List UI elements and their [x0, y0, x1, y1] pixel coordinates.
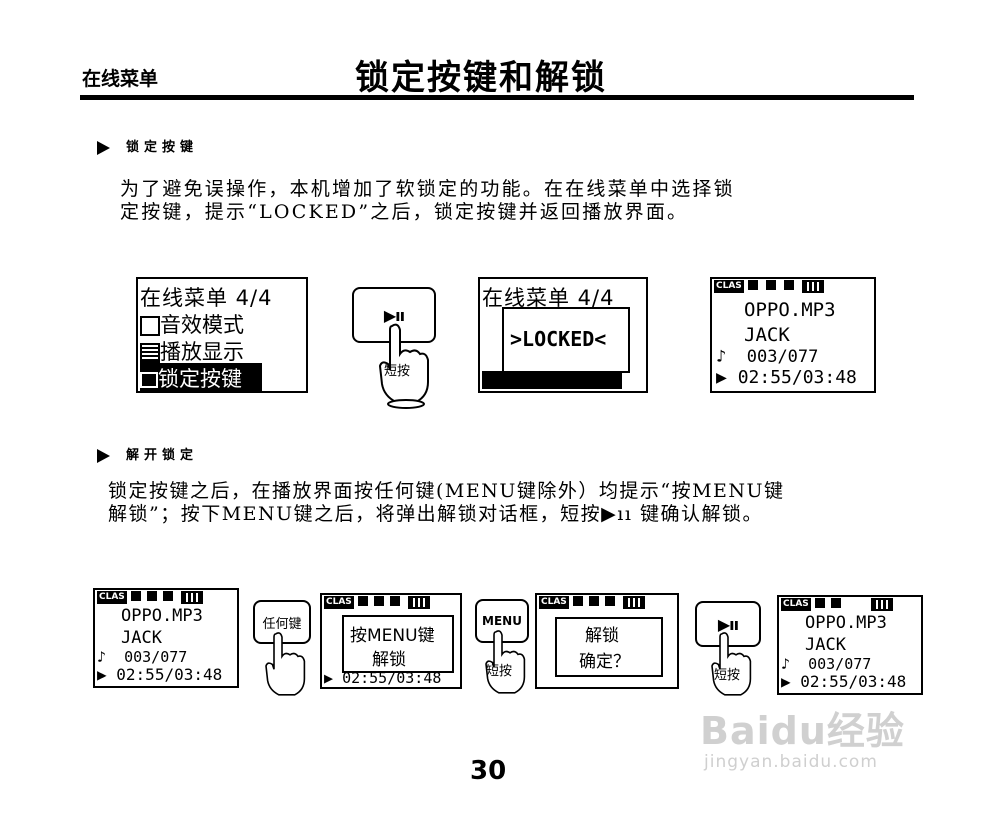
- unlock-section-heading: 解开锁定: [97, 444, 198, 463]
- display-icon: [140, 343, 160, 363]
- note-icon: ♪: [97, 648, 107, 666]
- status-bar: CLAS: [539, 596, 645, 615]
- play-state-icon: ▶: [716, 367, 727, 388]
- battery-icon: [870, 598, 893, 611]
- hand-icon: [485, 630, 526, 694]
- status-bar: CLAS: [781, 598, 893, 617]
- menu-item-lock: 锁定按键: [140, 363, 262, 391]
- lcd-confirm-screen: CLAS 解锁 确定？: [535, 593, 679, 689]
- arrow-bullet-icon: [97, 140, 110, 155]
- menu-header: 在线菜单 4/4: [482, 286, 615, 310]
- file-name: OPPO.MP3: [744, 299, 836, 321]
- file-name: OPPO.MP3: [805, 613, 887, 633]
- play-state-icon: ▶: [781, 672, 791, 691]
- lcd-player-screen: CLAS OPPO.MP3 JACK ♪ 003/077 ▶ 02:55/03:…: [710, 277, 876, 393]
- arrow-bullet-icon: [97, 448, 110, 463]
- locked-popup: >LOCKED<: [502, 307, 630, 373]
- mode-icon: [130, 591, 141, 601]
- mode-icon: [747, 280, 758, 290]
- unlock-text-line1: 锁定按键之后，在播放界面按任何键(MENU键除外）均提示“按MENU键: [108, 480, 785, 502]
- play-time: ▶ 02:55/03:48: [781, 672, 907, 691]
- artist-name: JACK: [805, 635, 846, 655]
- menu-item-sound: 音效模式: [140, 309, 244, 339]
- baidu-watermark: Baidu经验: [700, 709, 905, 753]
- play-time: ▶ 02:55/03:48: [97, 665, 223, 684]
- lcd-menu-screen: 在线菜单 4/4 音效模式 播放显示 锁定按键: [136, 277, 308, 393]
- signal-icon: [373, 596, 384, 606]
- artist-name: JACK: [121, 628, 162, 648]
- status-bar: CLAS: [324, 596, 430, 615]
- hand-icon: [378, 323, 429, 409]
- prompt-line1: 按MENU键: [350, 626, 435, 646]
- confirm-popup: 解锁 确定？: [555, 617, 663, 677]
- page-number: 30: [470, 756, 507, 786]
- lock-text-line2: 定按键，提示“LOCKED”之后，锁定按键并返回播放界面。: [120, 201, 689, 223]
- hand-icon: [265, 632, 306, 696]
- unlock-heading-text: 解开锁定: [126, 448, 199, 463]
- short-press-label: 短按: [384, 364, 411, 379]
- signal-icon: [830, 598, 841, 608]
- play-time: ▶ 02:55/03:48: [716, 367, 857, 388]
- menu-item-lock-partial: [482, 371, 622, 389]
- short-press-label: 短按: [486, 664, 513, 679]
- lock-icon: [783, 280, 794, 290]
- play-state-icon: ▶: [97, 665, 107, 684]
- header-rule: [80, 95, 914, 100]
- page-title: 锁定按键和解锁: [355, 58, 607, 98]
- menu-header: 在线菜单 4/4: [140, 286, 273, 310]
- mode-icon: [814, 598, 825, 608]
- sound-icon: [140, 316, 160, 336]
- note-icon: ♪: [716, 347, 727, 367]
- baidu-watermark-url: jingyan.baidu.com: [704, 752, 878, 772]
- play-time: ▶ 02:55/03:48: [324, 669, 442, 687]
- track-count: ♪ 003/077: [716, 347, 819, 367]
- signal-icon: [146, 591, 157, 601]
- mode-icon: [572, 596, 583, 606]
- locked-popup-text: >LOCKED<: [510, 327, 607, 351]
- lock-icon: [604, 596, 615, 606]
- lcd-locked-screen: 在线菜单 4/4 >LOCKED<: [478, 277, 648, 393]
- lock-icon: [389, 596, 400, 606]
- battery-icon: [180, 591, 203, 604]
- play-state-icon: ▶: [324, 669, 334, 687]
- unlock-text-line2: 解锁”；按下MENU键之后，将弹出解锁对话框，短按▶ıı 键确认解锁。: [108, 503, 763, 525]
- hand-icon: [711, 632, 752, 696]
- short-press-label: 短按: [714, 668, 741, 683]
- lock-section-heading: 锁定按键: [97, 136, 198, 155]
- lcd-player-screen-final: CLAS OPPO.MP3 JACK ♪ 003/077 ▶ 02:55/03:…: [777, 595, 923, 695]
- battery-icon: [622, 596, 645, 609]
- mode-icon: [357, 596, 368, 606]
- signal-icon: [588, 596, 599, 606]
- lock-text-line1: 为了避免误操作，本机增加了软锁定的功能。在在线菜单中选择锁: [120, 178, 735, 200]
- track-count: ♪ 003/077: [97, 648, 188, 666]
- lock-heading-text: 锁定按键: [126, 140, 199, 155]
- file-name: OPPO.MP3: [121, 606, 203, 626]
- lock-icon: [140, 372, 158, 388]
- note-icon: ♪: [781, 655, 791, 673]
- menu-item-display: 播放显示: [140, 336, 244, 366]
- lcd-menu-prompt-screen: CLAS 按MENU键 解锁 ▶ 02:55/03:48: [320, 593, 462, 689]
- unlock-prompt-popup: 按MENU键 解锁: [342, 615, 454, 673]
- battery-icon: [407, 596, 430, 609]
- status-bar: CLAS: [714, 280, 824, 299]
- status-bar: CLAS: [97, 591, 203, 610]
- section-label: 在线菜单: [82, 68, 159, 90]
- signal-icon: [765, 280, 776, 290]
- battery-icon: [801, 280, 824, 293]
- lcd-player-screen-small: CLAS OPPO.MP3 JACK ♪ 003/077 ▶ 02:55/03:…: [93, 588, 239, 688]
- track-count: ♪ 003/077: [781, 655, 872, 673]
- artist-name: JACK: [744, 324, 790, 346]
- confirm-line2: 确定？: [579, 652, 630, 672]
- prompt-line2: 解锁: [372, 650, 406, 670]
- confirm-line1: 解锁: [585, 626, 619, 646]
- lock-icon: [162, 591, 173, 601]
